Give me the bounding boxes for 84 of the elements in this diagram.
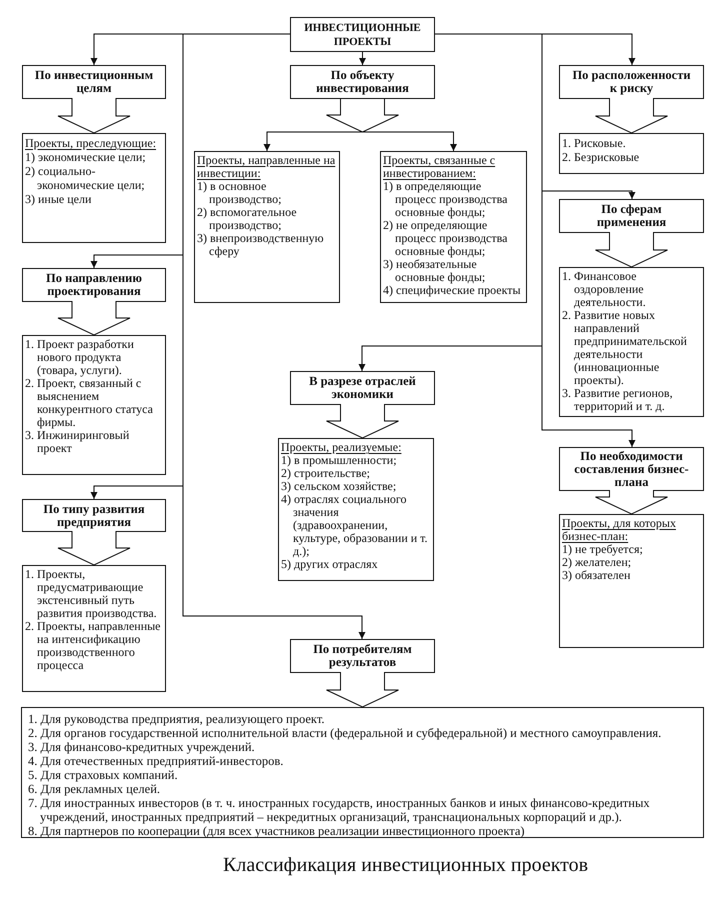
block-arrow bbox=[326, 672, 399, 708]
root-label: ИНВЕСТИЦИОННЫЕ ПРОЕКТЫ bbox=[303, 20, 422, 48]
category-box bbox=[290, 65, 435, 99]
list-item: 3) сельском хозяйстве; bbox=[281, 480, 396, 493]
category-label: По инвестиционным целям bbox=[34, 69, 154, 95]
list-item: 2) не определяющие процесс производства основные фонды; bbox=[383, 219, 508, 258]
block-arrow bbox=[58, 300, 130, 336]
list-item: 2) желателен; bbox=[562, 556, 632, 569]
block-arrow bbox=[595, 490, 668, 515]
root-box bbox=[290, 17, 435, 52]
list-item: 2. Безрисковые bbox=[562, 150, 640, 164]
list-item: 1) не требуется; bbox=[562, 543, 643, 556]
list-box bbox=[22, 133, 166, 243]
list-box bbox=[21, 707, 704, 838]
list-item: 1. Для руководства предприятия, реализующего проект. bbox=[28, 712, 324, 726]
category-label: По направлению проектирования bbox=[45, 272, 143, 298]
list-box bbox=[278, 438, 434, 581]
category-box bbox=[22, 268, 166, 302]
category-label: По расположенности к риску bbox=[571, 69, 692, 95]
connector-arrow bbox=[359, 52, 366, 66]
list-item: 3. Для финансово-кредитных учреждений. bbox=[28, 740, 255, 754]
list-item: 2. Развитие новых направлений предпринимательской деятельности (инновационные проекты). bbox=[562, 309, 688, 387]
list-heading: Проекты, для которых бизнес-план: bbox=[562, 517, 677, 543]
list-item: 8. Для партнеров по кооперации (для всех участников реализации инвестиционного проекта) bbox=[28, 824, 525, 838]
list-box bbox=[559, 133, 704, 174]
list-item: 2. Проекты, направленные на интенсификацию производственного процесса bbox=[25, 620, 162, 672]
category-box bbox=[290, 371, 435, 405]
list-item: 5) других отраслях bbox=[281, 558, 378, 571]
category-label: По сферам применения bbox=[596, 203, 668, 229]
list-item: 2) вспомогательное производство; bbox=[197, 206, 298, 232]
block-arrow bbox=[326, 404, 399, 439]
list-item: 3. Инжиниринговый проект bbox=[25, 429, 130, 455]
list-item: 1) в определяющие процесс производства основные фонды; bbox=[383, 180, 508, 219]
category-box bbox=[22, 499, 166, 532]
category-box bbox=[559, 447, 704, 491]
list-box bbox=[559, 267, 704, 417]
list-item: 1) в промышленности; bbox=[281, 454, 397, 467]
list-item: 4. Для отечественных предприятий-инвесторов. bbox=[28, 754, 284, 768]
connector-arrow bbox=[264, 98, 363, 152]
list-box bbox=[194, 151, 340, 303]
category-box bbox=[22, 65, 166, 99]
list-heading: Проекты, связанные с инвестированием: bbox=[383, 154, 496, 180]
list-item: 3) обязателен bbox=[562, 569, 630, 582]
block-arrow bbox=[58, 530, 130, 566]
list-item: 1) экономические цели; bbox=[25, 150, 146, 164]
list-item: 2. Для органов государственной исполнительной власти (федеральной и субфедеральной) и местного самоуправления. bbox=[28, 726, 662, 740]
list-item: 3) иные цели bbox=[25, 192, 92, 206]
connector-arrow bbox=[362, 98, 457, 152]
list-box bbox=[559, 514, 704, 648]
list-heading: Проекты, направленные на инвестиции: bbox=[197, 154, 336, 180]
list-item: 3. Развитие регионов, территорий и т. д. bbox=[562, 387, 674, 413]
list-item: 1. Проекты, предусматривающие экстенсивный путь развития производства. bbox=[25, 568, 158, 620]
list-item: 4) специфические проекты bbox=[383, 284, 521, 297]
list-item: 7. Для иностранных инвесторов (в т. ч. иностранных государств, иностранных банков и иных финансово-кредитных учреждений, иностранных предприятий – некредитных организаций, транснациональных корпораций и др.). bbox=[28, 796, 651, 824]
list-heading: Проекты, реализуемые: bbox=[281, 441, 402, 454]
list-box bbox=[22, 335, 166, 475]
block-arrow bbox=[595, 98, 668, 134]
list-item: 1. Рисковые. bbox=[562, 136, 626, 150]
list-item: 3) внепроизводственную сферу bbox=[197, 232, 325, 258]
figure-caption: Классификация инвестиционных проектов bbox=[223, 853, 588, 877]
list-item: 2. Проект, связанный с выяснением конкурентного статуса фирмы. bbox=[25, 377, 154, 429]
category-box bbox=[559, 65, 704, 99]
block-arrow bbox=[595, 232, 668, 268]
list-item: 3) необязательные основные фонды; bbox=[383, 258, 486, 284]
block-arrow bbox=[58, 98, 130, 134]
list-item: 1. Проект разработки нового продукта (товара, услуги). bbox=[25, 338, 135, 377]
category-box bbox=[290, 639, 435, 673]
category-label: По потребителям результатов bbox=[312, 643, 413, 669]
category-label: По типу развития предприятия bbox=[42, 502, 146, 528]
category-box bbox=[559, 199, 704, 233]
list-box bbox=[22, 565, 166, 692]
connector-arrow bbox=[182, 34, 366, 640]
category-label: По объекту инвестирования bbox=[315, 69, 410, 95]
list-item: 4) отраслях социального значения (здравоохранении, культуре, образовании и т. д.); bbox=[281, 493, 429, 558]
list-item: 1. Финансовое оздоровление деятельности. bbox=[562, 270, 647, 309]
list-item: 2) социально-экономические цели; bbox=[25, 164, 146, 192]
list-heading: Проекты, преследующие: bbox=[25, 136, 156, 150]
category-label: В разрезе отраслей экономики bbox=[308, 375, 417, 401]
list-item: 2) строительстве; bbox=[281, 467, 370, 480]
list-item: 1) в основное производство; bbox=[197, 180, 282, 206]
list-item: 6. Для рекламных целей. bbox=[28, 782, 160, 796]
category-label: По необходимости составления бизнес-плана bbox=[573, 450, 690, 488]
list-box bbox=[380, 151, 527, 303]
list-item: 5. Для страховых компаний. bbox=[28, 768, 178, 782]
